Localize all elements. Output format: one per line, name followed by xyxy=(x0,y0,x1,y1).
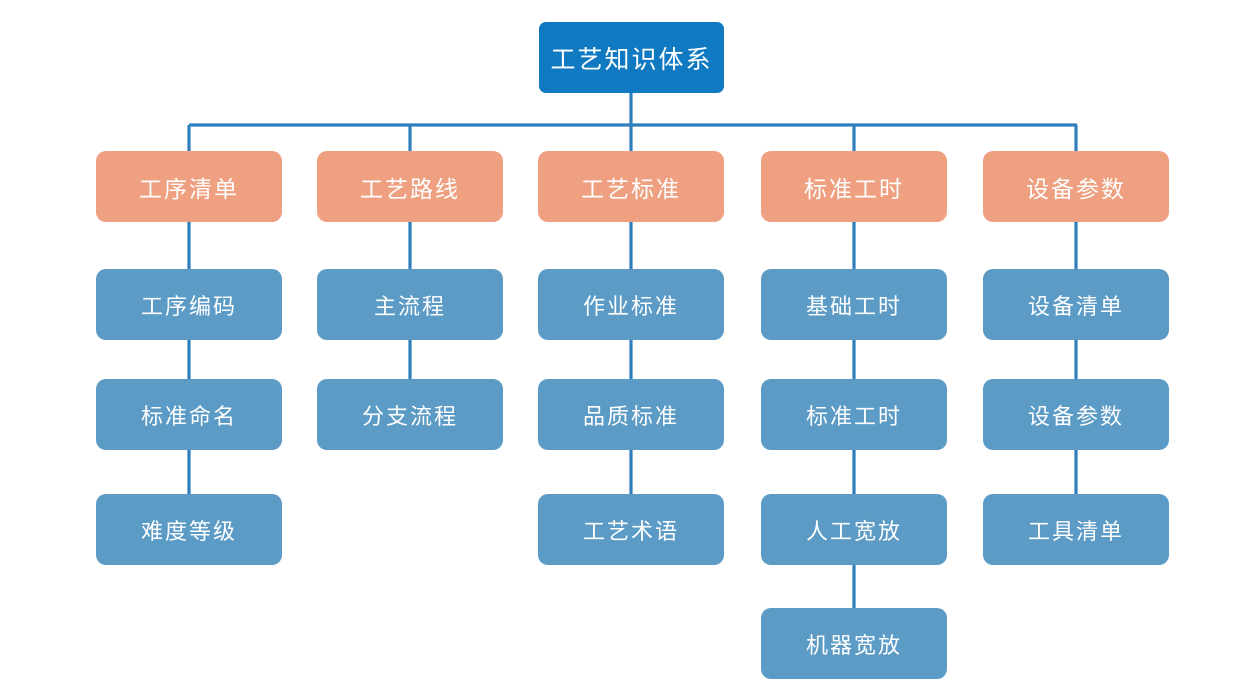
leaf-label: 机器宽放 xyxy=(805,632,902,658)
leaf-node[interactable]: 设备参数 xyxy=(983,379,1169,450)
category-node-biaozhun-gongshi[interactable]: 标准工时 xyxy=(761,151,947,222)
leaf-node[interactable]: 分支流程 xyxy=(317,379,503,450)
leaf-node[interactable]: 工艺术语 xyxy=(538,494,724,565)
leaf-node[interactable]: 难度等级 xyxy=(96,494,282,565)
leaf-label: 作业标准 xyxy=(582,293,679,319)
leaf-node[interactable]: 设备清单 xyxy=(983,269,1169,340)
leaf-label: 标准工时 xyxy=(805,403,902,429)
leaf-label: 工序编码 xyxy=(140,293,237,319)
category-label: 工序清单 xyxy=(139,175,239,202)
root-node-label: 工艺知识体系 xyxy=(550,45,713,74)
leaf-node[interactable]: 工序编码 xyxy=(96,269,282,340)
leaf-node[interactable]: 标准命名 xyxy=(96,379,282,450)
leaf-label: 人工宽放 xyxy=(805,518,902,544)
leaf-node[interactable]: 机器宽放 xyxy=(761,608,947,679)
category-node-gongxu-qingdan[interactable]: 工序清单 xyxy=(96,151,282,222)
leaf-node[interactable]: 品质标准 xyxy=(538,379,724,450)
category-label: 工艺标准 xyxy=(581,175,681,202)
category-node-shebei-canshu[interactable]: 设备参数 xyxy=(983,151,1169,222)
leaf-label: 品质标准 xyxy=(582,403,679,429)
leaf-node[interactable]: 标准工时 xyxy=(761,379,947,450)
leaf-node[interactable]: 工具清单 xyxy=(983,494,1169,565)
leaf-label: 主流程 xyxy=(373,293,446,319)
root-node[interactable]: 工艺知识体系 xyxy=(539,22,724,93)
leaf-label: 工具清单 xyxy=(1027,518,1124,544)
leaf-node[interactable]: 人工宽放 xyxy=(761,494,947,565)
leaf-label: 设备参数 xyxy=(1027,403,1124,429)
category-node-gongyi-biaozhun[interactable]: 工艺标准 xyxy=(538,151,724,222)
category-label: 设备参数 xyxy=(1026,175,1126,202)
leaf-label: 设备清单 xyxy=(1027,293,1124,319)
leaf-label: 难度等级 xyxy=(140,518,237,544)
leaf-label: 工艺术语 xyxy=(582,518,679,544)
leaf-label: 基础工时 xyxy=(805,293,902,319)
category-node-gongyi-luxian[interactable]: 工艺路线 xyxy=(317,151,503,222)
leaf-node[interactable]: 主流程 xyxy=(317,269,503,340)
leaf-node[interactable]: 作业标准 xyxy=(538,269,724,340)
category-label: 工艺路线 xyxy=(360,175,460,202)
leaf-label: 标准命名 xyxy=(140,403,237,429)
category-label: 标准工时 xyxy=(804,175,904,202)
leaf-node[interactable]: 基础工时 xyxy=(761,269,947,340)
leaf-label: 分支流程 xyxy=(361,403,458,429)
